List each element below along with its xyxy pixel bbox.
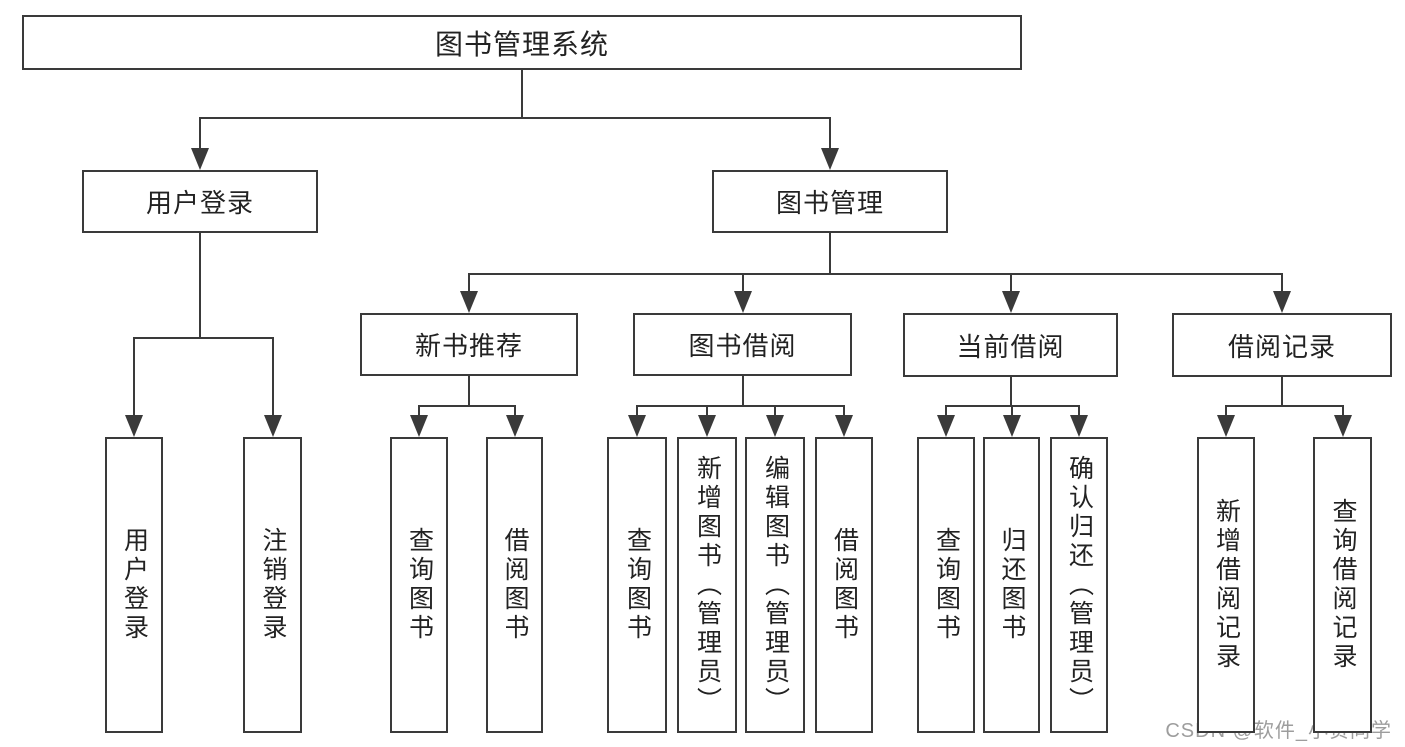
connector-trunk-borrow-records <box>1281 376 1283 406</box>
node-leaf-return-book: 归还图书 <box>983 437 1040 733</box>
node-label-leaf-search-borrow-rec: 查询借阅记录 <box>1329 498 1357 672</box>
node-new-book-recommend: 新书推荐 <box>360 313 578 376</box>
connector-rail-user-login <box>133 337 274 339</box>
node-label-leaf-search-books-bor: 查询图书 <box>623 527 652 643</box>
connector-trunk-current-borrow <box>1009 376 1012 406</box>
node-label-leaf-add-book-admin: 新增图书（管理员） <box>693 454 722 716</box>
node-borrow-records: 借阅记录 <box>1172 313 1392 377</box>
node-label-leaf-search-books-cur: 查询图书 <box>932 527 961 643</box>
node-leaf-search-books-bor: 查询图书 <box>607 437 667 733</box>
connector-trunk-book-management <box>829 232 831 274</box>
connector-drop-leaf-return-book <box>1010 405 1013 416</box>
connector-drop-new-book-recommend <box>468 273 470 292</box>
node-label-leaf-user-login: 用户登录 <box>120 527 149 643</box>
arrowhead-icon-leaf-search-books-cur <box>937 415 955 437</box>
arrowhead-icon-leaf-add-book-admin <box>698 415 716 437</box>
connector-drop-leaf-borrow-books-bor <box>843 405 845 416</box>
connector-drop-leaf-add-borrow-rec <box>1225 405 1227 416</box>
connector-trunk-book-borrow <box>741 375 744 406</box>
connector-rail-borrow-records <box>1225 405 1344 407</box>
node-leaf-search-borrow-rec: 查询借阅记录 <box>1313 437 1372 733</box>
node-book-management: 图书管理 <box>712 170 948 233</box>
node-leaf-edit-book-admin: 编辑图书（管理员） <box>745 437 805 733</box>
node-label-leaf-logout-login: 注销登录 <box>259 527 287 643</box>
arrowhead-icon-leaf-search-books-bor <box>628 415 646 437</box>
connector-rail-book-management <box>468 273 1283 275</box>
node-leaf-add-borrow-rec: 新增借阅记录 <box>1197 437 1255 733</box>
connector-rail-system <box>199 117 831 119</box>
node-user-login: 用户登录 <box>82 170 318 233</box>
connector-drop-leaf-edit-book-admin <box>774 405 776 416</box>
connector-drop-borrow-records <box>1281 273 1283 292</box>
connector-trunk-user-login <box>199 232 201 338</box>
connector-drop-leaf-confirm-return <box>1078 405 1080 416</box>
connector-drop-leaf-user-login <box>133 337 135 416</box>
connector-trunk-new-book-recommend <box>468 375 470 406</box>
node-book-borrow: 图书借阅 <box>633 313 852 376</box>
arrowhead-icon-new-book-recommend <box>460 291 478 313</box>
arrowhead-icon-book-management <box>821 148 839 170</box>
arrowhead-icon-leaf-logout-login <box>263 415 282 437</box>
node-label-leaf-confirm-return: 确认归还（管理员） <box>1065 454 1094 716</box>
arrowhead-icon-leaf-confirm-return <box>1070 415 1088 437</box>
node-leaf-borrow-books-bor: 借阅图书 <box>815 437 873 733</box>
node-label-current-borrow: 当前借阅 <box>956 331 1065 362</box>
arrowhead-icon-leaf-borrow-books-rec <box>505 415 524 437</box>
arrowhead-icon-leaf-add-borrow-rec <box>1217 415 1235 437</box>
connector-rail-book-borrow <box>636 405 845 407</box>
connector-drop-leaf-borrow-books-rec <box>513 405 516 416</box>
node-current-borrow: 当前借阅 <box>903 313 1118 377</box>
node-label-user-login: 用户登录 <box>145 188 254 218</box>
arrowhead-icon-borrow-records <box>1273 291 1291 313</box>
arrowhead-icon-leaf-search-borrow-rec <box>1333 415 1352 437</box>
node-label-leaf-search-books-rec: 查询图书 <box>405 527 434 643</box>
node-leaf-user-login: 用户登录 <box>105 437 163 733</box>
node-leaf-logout-login: 注销登录 <box>243 437 302 733</box>
connector-rail-new-book-recommend <box>418 405 516 407</box>
node-leaf-borrow-books-rec: 借阅图书 <box>486 437 543 733</box>
arrowhead-icon-leaf-return-book <box>1002 415 1021 437</box>
connector-drop-book-borrow <box>741 273 744 292</box>
node-label-system: 图书管理系统 <box>434 28 609 60</box>
connector-drop-user-login <box>199 117 201 149</box>
arrowhead-icon-leaf-user-login <box>125 415 143 437</box>
arrowhead-icon-user-login <box>191 148 209 170</box>
connector-drop-leaf-add-book-admin <box>706 405 708 416</box>
node-label-book-management: 图书管理 <box>775 188 884 218</box>
arrowhead-icon-book-borrow <box>733 291 752 313</box>
arrowhead-icon-current-borrow <box>1001 291 1020 313</box>
node-leaf-confirm-return: 确认归还（管理员） <box>1050 437 1108 733</box>
node-leaf-add-book-admin: 新增图书（管理员） <box>677 437 737 733</box>
connector-drop-leaf-search-books-rec <box>418 405 420 416</box>
connector-drop-book-management <box>829 117 831 149</box>
node-label-borrow-records: 借阅记录 <box>1227 331 1336 362</box>
connector-drop-leaf-logout-login <box>271 337 274 416</box>
node-leaf-search-books-cur: 查询图书 <box>917 437 975 733</box>
connector-trunk-system <box>521 69 523 118</box>
connector-drop-leaf-search-books-bor <box>636 405 638 416</box>
node-label-leaf-borrow-books-rec: 借阅图书 <box>501 527 529 643</box>
node-label-leaf-edit-book-admin: 编辑图书（管理员） <box>761 454 790 716</box>
connector-rail-current-borrow <box>945 405 1080 407</box>
arrowhead-icon-leaf-edit-book-admin <box>766 415 784 437</box>
node-label-new-book-recommend: 新书推荐 <box>414 331 523 361</box>
connector-drop-current-borrow <box>1009 273 1012 292</box>
node-label-leaf-add-borrow-rec: 新增借阅记录 <box>1212 498 1241 672</box>
connector-drop-leaf-search-borrow-rec <box>1341 405 1344 416</box>
node-system: 图书管理系统 <box>22 15 1022 70</box>
node-label-leaf-borrow-books-bor: 借阅图书 <box>830 527 859 643</box>
arrowhead-icon-leaf-search-books-rec <box>410 415 428 437</box>
node-label-leaf-return-book: 归还图书 <box>998 527 1026 643</box>
node-label-book-borrow: 图书借阅 <box>688 331 797 361</box>
arrowhead-icon-leaf-borrow-books-bor <box>835 415 853 437</box>
node-leaf-search-books-rec: 查询图书 <box>390 437 448 733</box>
connector-drop-leaf-search-books-cur <box>945 405 947 416</box>
